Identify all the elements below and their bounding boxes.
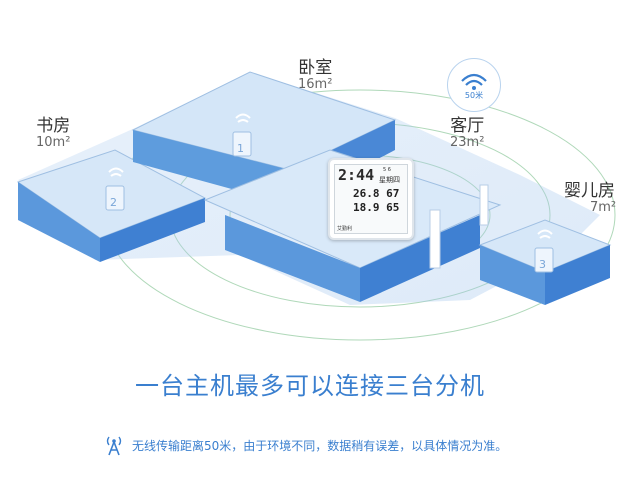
range-badge: 50米 <box>447 58 501 112</box>
lcd-screen: 2:44 5 6 星期四 26.8 67 18.9 65 艾勤利 <box>334 164 408 234</box>
host-display-device: 2:44 5 6 星期四 26.8 67 18.9 65 艾勤利 <box>328 158 414 240</box>
room-label-bedroom: 卧室 16m² <box>298 58 333 92</box>
lcd-hum-indoor: 67 <box>386 187 400 200</box>
sensor-number-1: 1 <box>237 142 244 155</box>
lcd-temp-sensor: 18.9 <box>353 201 380 214</box>
lcd-time: 2:44 <box>338 166 375 184</box>
lcd-hum-sensor: 65 <box>386 201 400 214</box>
sensor-nursery <box>534 229 554 273</box>
room-name-study: 书房 <box>36 116 71 136</box>
sensor-bedroom <box>232 113 252 157</box>
lcd-weekday: 星期四 <box>379 176 400 184</box>
lcd-brand: 艾勤利 <box>337 226 353 232</box>
footnote: 无线传输距离50米，由于环境不同，数据稍有误差，以具体情况为准。 <box>104 432 507 458</box>
room-name-bedroom: 卧室 <box>298 58 333 78</box>
floorplan-drawing: 1 2 3 <box>16 71 616 341</box>
room-area-bedroom: 16m² <box>298 76 333 92</box>
room-name-living: 客厅 <box>450 116 485 136</box>
sensor-number-3: 3 <box>539 258 546 271</box>
antenna-icon <box>106 436 122 456</box>
headline: 一台主机最多可以连接三台分机 <box>135 372 485 400</box>
room-name-nursery: 婴儿房 <box>564 181 615 201</box>
sensor-study <box>105 167 125 211</box>
room-area-living: 23m² <box>450 134 485 150</box>
room-label-nursery: 婴儿房 7m² <box>564 181 617 215</box>
range-badge-text: 50米 <box>464 91 484 100</box>
sensor-number-2: 2 <box>110 196 117 209</box>
room-area-nursery: 7m² <box>590 199 617 215</box>
room-nursery-block <box>478 219 612 305</box>
room-label-living: 客厅 23m² <box>450 116 485 150</box>
lcd-row-indoor: 26.8 67 <box>353 187 399 200</box>
room-area-study: 10m² <box>36 134 71 150</box>
lcd-temp-indoor: 26.8 <box>353 187 380 200</box>
wifi-icon <box>461 73 487 90</box>
lcd-date: 5 6 <box>383 167 391 173</box>
lcd-row-sensor: 18.9 65 <box>353 201 399 214</box>
footnote-text: 无线传输距离50米，由于环境不同，数据稍有误差，以具体情况为准。 <box>132 438 508 453</box>
room-label-study: 书房 10m² <box>36 116 71 150</box>
